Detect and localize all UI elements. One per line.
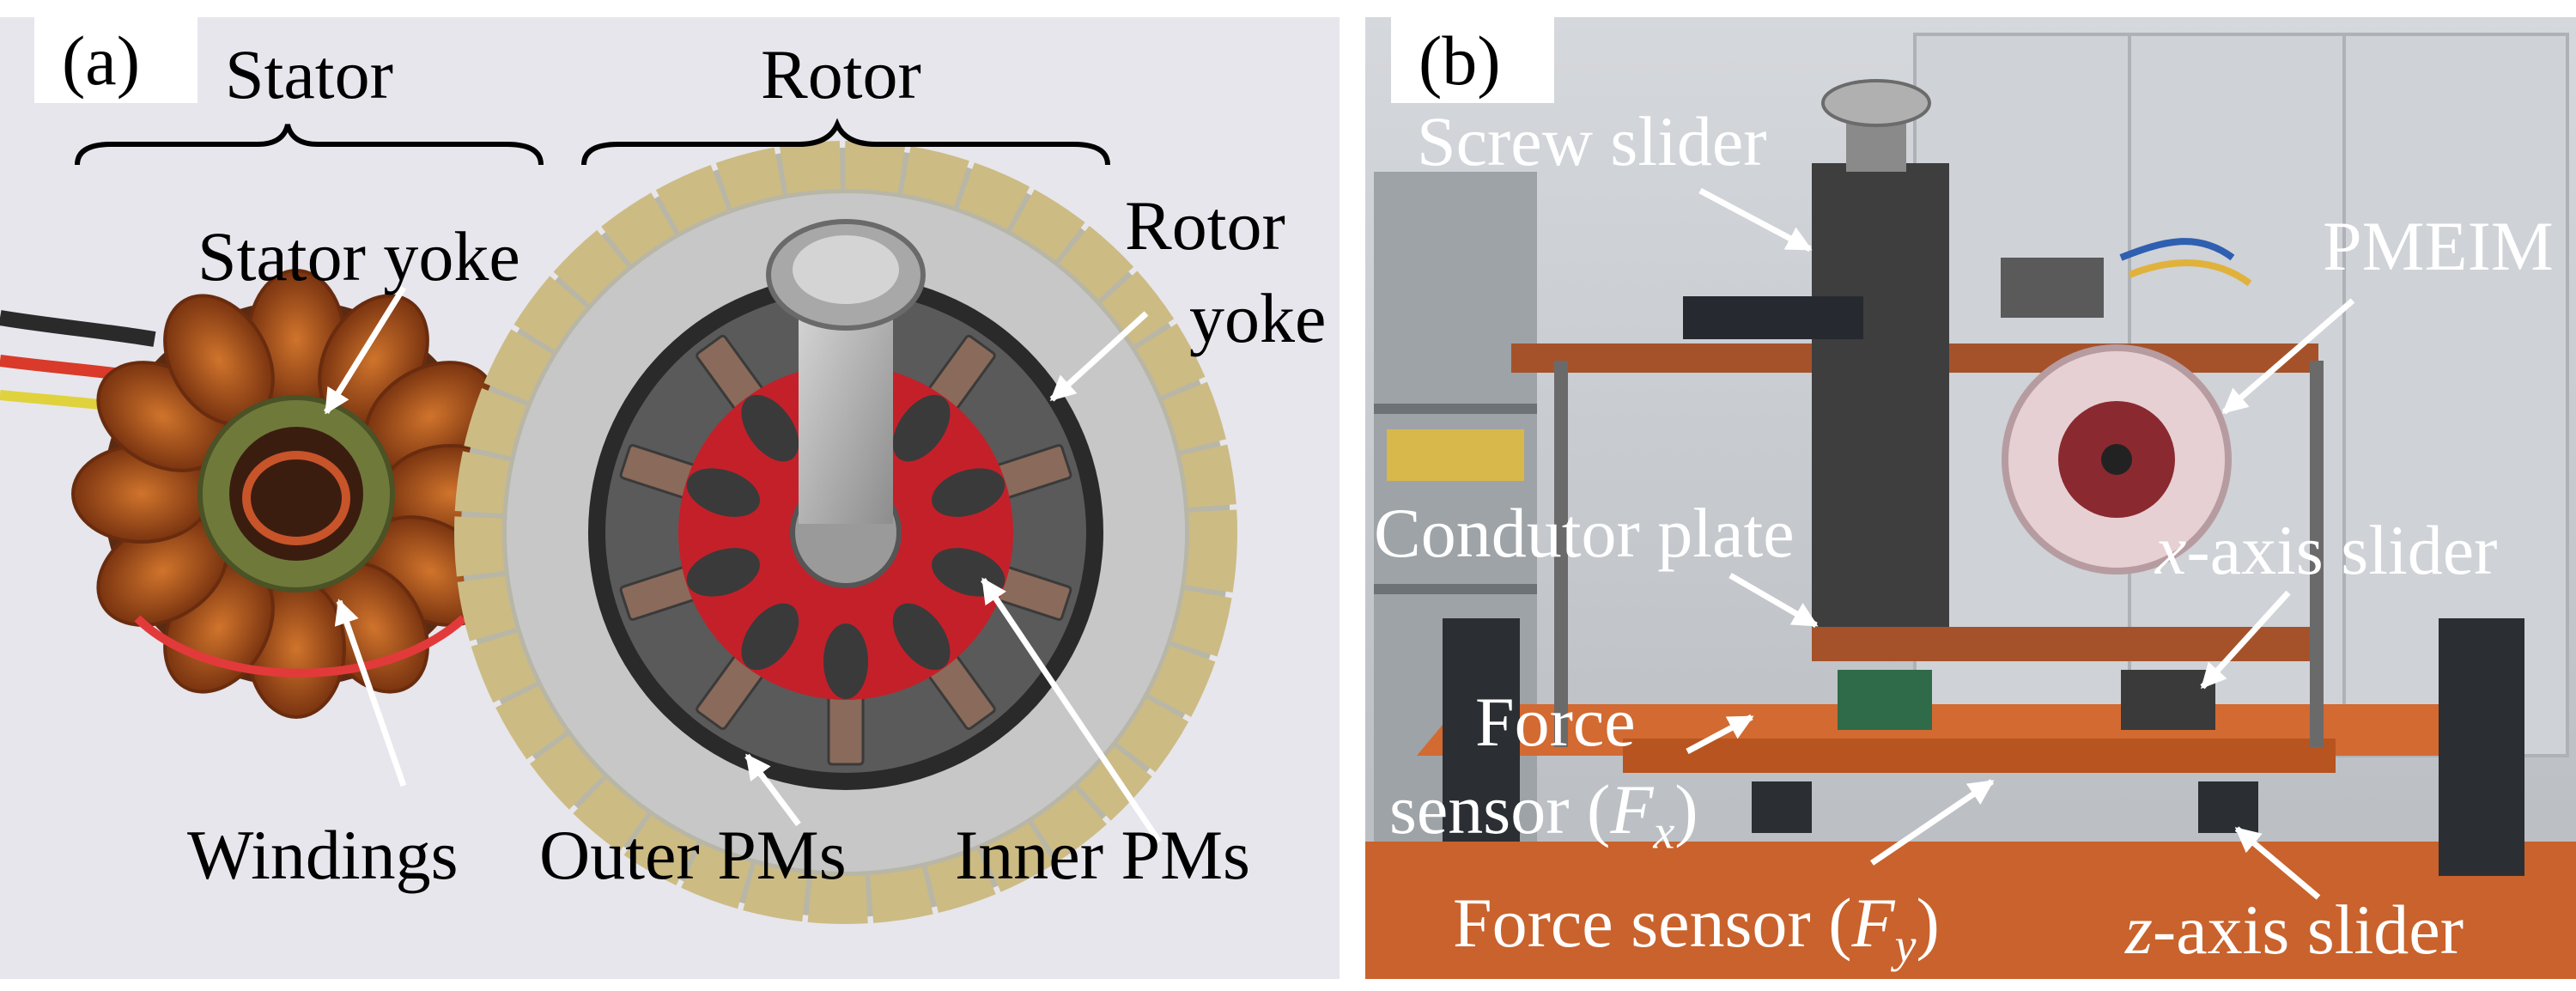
label-force-x-line2: sensor (Fx) bbox=[1389, 775, 1698, 860]
label-conductor-plate: Condutor plate bbox=[1374, 494, 1795, 572]
stator-yoke-arrow bbox=[324, 286, 406, 415]
rotor-brace bbox=[581, 118, 1110, 166]
conductor-plate-arrow bbox=[1728, 572, 1819, 629]
panel-b-tag: (b) bbox=[1419, 21, 1501, 100]
label-force-x-line1: Force bbox=[1475, 683, 1636, 761]
panel-b-tag-box bbox=[1391, 17, 1554, 103]
stator-brace bbox=[75, 124, 544, 166]
force-y-subscript: y bbox=[1894, 919, 1917, 973]
panel-b-photo bbox=[1365, 17, 2576, 979]
label-rotor-yoke-line2: yoke bbox=[1189, 279, 1327, 357]
x-variable: x bbox=[2155, 511, 2187, 589]
force-y-variable: F bbox=[1851, 884, 1895, 962]
label-outer-pms: Outer PMs bbox=[539, 816, 847, 894]
x-axis-slider-text: -axis slider bbox=[2186, 511, 2498, 589]
force-y-arrow bbox=[1870, 779, 1995, 866]
label-stator-yoke: Stator yoke bbox=[197, 217, 520, 295]
screw-slider-arrow bbox=[1698, 187, 1813, 252]
label-pmeim: PMEIM bbox=[2323, 207, 2554, 285]
label-x-axis-slider: x-axis slider bbox=[2155, 515, 2497, 586]
outer-pms-arrow bbox=[744, 753, 801, 827]
label-windings: Windings bbox=[187, 816, 459, 894]
label-rotor-yoke-line1: Rotor bbox=[1125, 186, 1285, 264]
force-x-arrow bbox=[1686, 714, 1754, 755]
label-force-sensor-y: Force sensor (Fy) bbox=[1453, 888, 1940, 970]
rotor-photo bbox=[454, 141, 1237, 924]
panel-a-tag: (a) bbox=[62, 21, 141, 100]
z-axis-slider-arrow bbox=[2234, 826, 2321, 900]
label-stator: Stator bbox=[225, 35, 393, 113]
rotor-yoke-arrow bbox=[1049, 311, 1149, 402]
force-x-variable: F bbox=[1610, 770, 1654, 848]
z-axis-slider-text: -axis slider bbox=[2152, 891, 2464, 969]
pmeim-arrow bbox=[2221, 298, 2355, 415]
label-screw-slider: Screw slider bbox=[1417, 102, 1767, 180]
force-x-close: ) bbox=[1674, 770, 1698, 848]
z-variable: z bbox=[2125, 891, 2153, 969]
force-y-close: ) bbox=[1916, 884, 1940, 962]
force-x-subscript: x bbox=[1653, 806, 1675, 860]
force-x-text: sensor ( bbox=[1389, 770, 1611, 848]
panel-a-tag-box bbox=[34, 17, 197, 103]
force-y-text: Force sensor ( bbox=[1453, 884, 1852, 962]
label-rotor: Rotor bbox=[761, 35, 921, 113]
panel-a-photo bbox=[0, 17, 1340, 979]
label-inner-pms: Inner PMs bbox=[955, 816, 1250, 894]
inner-pms-arrow bbox=[981, 577, 1162, 843]
x-axis-slider-arrow bbox=[2200, 590, 2291, 690]
label-z-axis-slider: z-axis slider bbox=[2125, 895, 2464, 965]
windings-arrow bbox=[334, 599, 407, 787]
